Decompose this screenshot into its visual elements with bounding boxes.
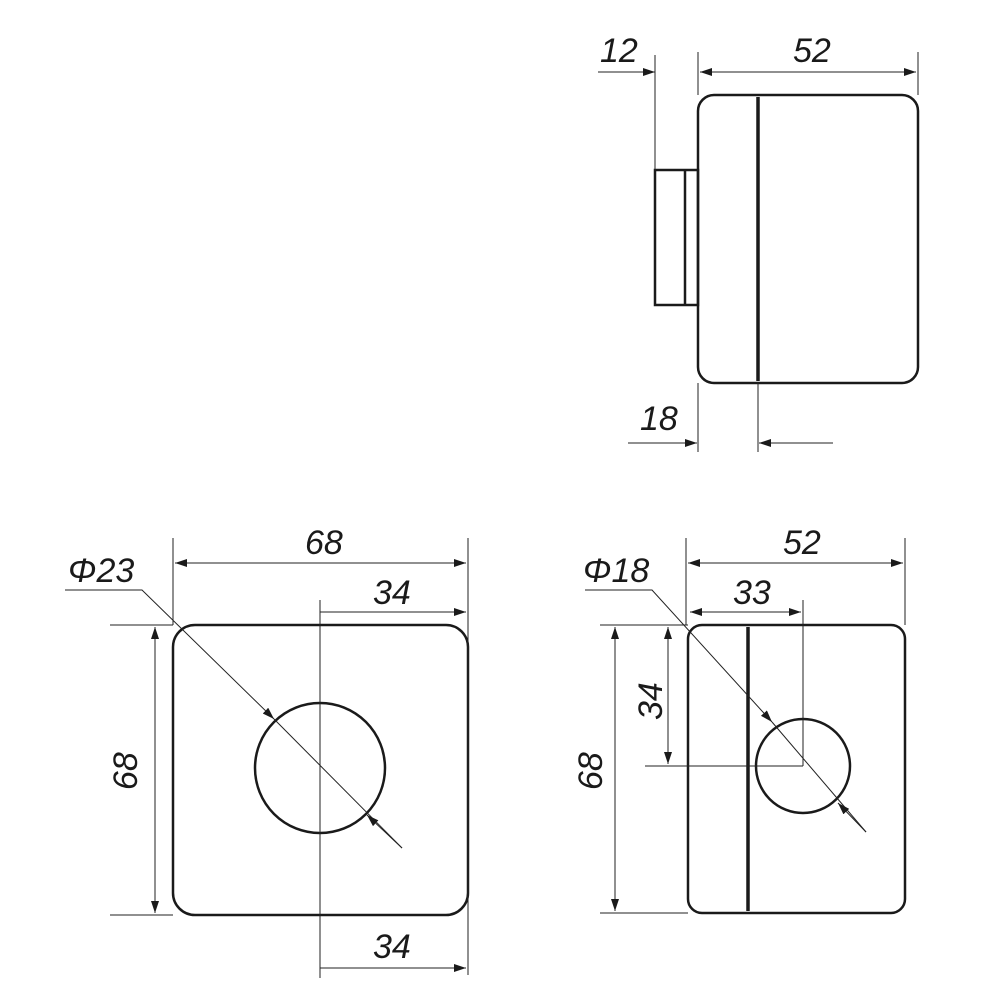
leader-phi18 <box>585 589 773 723</box>
dim-68-left-label: 68 <box>107 752 145 790</box>
dim-34-top-label: 34 <box>373 574 411 612</box>
dim-18-label: 18 <box>640 400 678 438</box>
side-view: 52 12 18 <box>598 32 920 452</box>
dim-52-label: 52 <box>783 524 821 562</box>
leader-phi23 <box>65 589 275 720</box>
side-body <box>696 93 920 385</box>
dim-12-label: 12 <box>600 32 638 70</box>
leader-phi18-arrow <box>837 802 867 833</box>
dim-33-label: 33 <box>733 574 771 612</box>
rect-body <box>686 623 907 915</box>
dim-phi23-label: Φ23 <box>68 552 134 590</box>
dim-34-bottom-label: 34 <box>373 928 411 966</box>
front-view-right: 52 33 34 68 Φ18 <box>572 524 907 915</box>
leader-phi23 <box>273 718 403 849</box>
dim-phi18-label: Φ18 <box>583 552 649 590</box>
dim-52-label: 52 <box>793 32 831 70</box>
side-protrusion <box>653 168 700 307</box>
leader-phi18 <box>771 721 867 833</box>
dim-68-label: 68 <box>572 752 610 790</box>
front-view-left: 68 34 34 68 Φ23 <box>65 524 470 978</box>
dim-34-label: 34 <box>632 682 670 720</box>
leader-phi23-arrow <box>366 814 403 849</box>
dim-68-top-label: 68 <box>305 524 343 562</box>
